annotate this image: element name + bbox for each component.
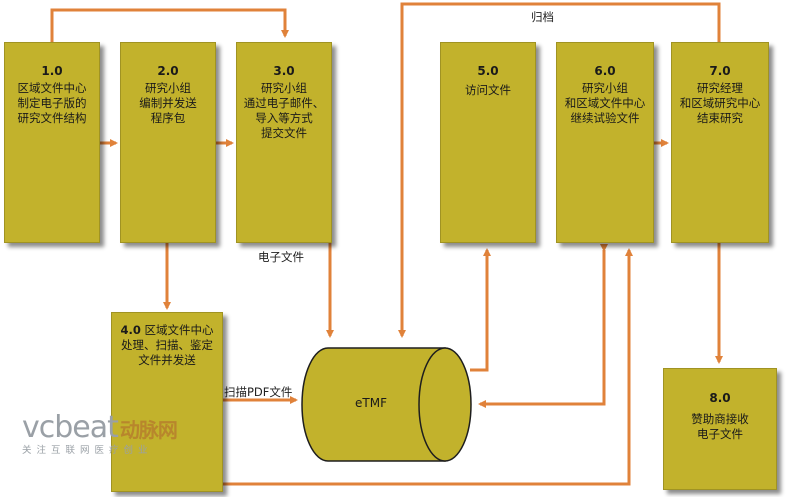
step-2-box: 2.0 研究小组 编制并发送 程序包 [120,42,216,243]
step-6-number: 6.0 [594,64,616,78]
arrow-1-to-3-top [50,8,289,42]
arrow-4-to-6-bottom [223,248,633,486]
step-1-number: 1.0 [41,64,63,78]
step-4-text: 区域文件中心 处理、扫描、鉴定 文件并发送 [121,323,214,367]
step-8-number: 8.0 [709,391,731,405]
etmf-cylinder [301,347,472,462]
watermark-tagline: 关注互联网医疗创业 [22,445,153,456]
step-3-text: 研究小组 通过电子邮件、 导入等方式 提交文件 [243,81,325,140]
step-6-box: 6.0 研究小组 和区域文件中心 继续试验文件 [556,42,654,243]
arrow-6-etmf-both [478,244,608,408]
step-7-box: 7.0 研究经理 和区域研究中心 结束研究 [671,42,769,243]
step-3-box: 3.0 研究小组 通过电子邮件、 导入等方式 提交文件 [236,42,332,243]
step-4-box: 4.0 区域文件中心 处理、扫描、鉴定 文件并发送 [111,312,223,492]
electronic-files-label: 电子文件 [258,250,304,264]
step-6-text: 研究小组 和区域文件中心 继续试验文件 [564,81,646,125]
step-5-text: 访问文件 [465,83,511,97]
step-1-text: 区域文件中心 制定电子版的 研究文件结构 [17,81,87,125]
watermark-logo: vcbeat [22,410,119,445]
scanned-pdf-label: 扫描PDF文件 [224,385,293,399]
step-4-number: 4.0 [120,323,141,337]
step-7-text: 研究经理 和区域研究中心 结束研究 [679,81,761,125]
arrow-7-to-etmf-archive [398,2,721,338]
step-3-number: 3.0 [273,64,295,78]
step-2-text: 研究小组 编制并发送 程序包 [139,81,197,125]
step-8-text: 赞助商接收 电子文件 [691,412,749,441]
step-7-number: 7.0 [709,64,731,78]
etmf-label: eTMF [355,396,387,410]
archive-label: 归档 [531,10,554,24]
arrow-etmf-to-5 [470,248,491,372]
watermark-logo-cn: 动脉网 [119,418,178,442]
step-8-box: 8.0 赞助商接收 电子文件 [663,368,777,490]
step-1-box: 1.0 区域文件中心 制定电子版的 研究文件结构 [4,42,100,243]
step-5-box: 5.0 访问文件 [440,42,536,243]
step-2-number: 2.0 [157,64,179,78]
step-5-number: 5.0 [477,64,499,78]
